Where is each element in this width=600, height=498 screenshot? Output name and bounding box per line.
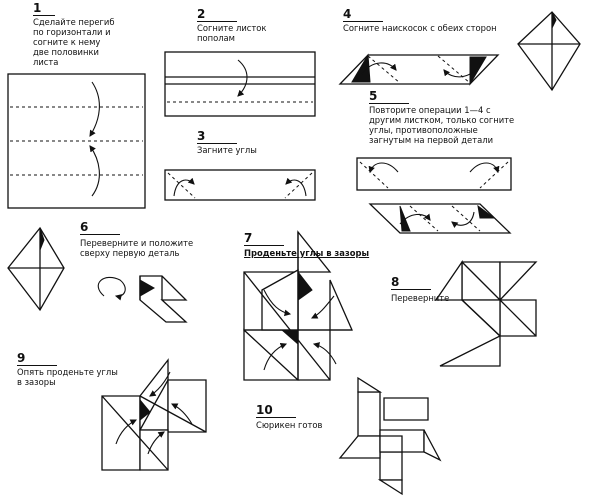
step9-caption: Опять проденьте углы в зазоры [17, 367, 118, 387]
step4-number: 4 [343, 7, 352, 21]
step2-caption: Согните листок пополам [197, 23, 267, 43]
step7-caption: Проденьте углы в зазоры [244, 248, 370, 258]
step3-strip-figure [164, 169, 316, 201]
step4-parallelogram-figure [338, 53, 500, 86]
step5-caption: Повторите операции 1—4 с другим листком,… [369, 105, 515, 145]
step6-caption: Переверните и положите сверху первую дет… [80, 238, 194, 258]
step6-number: 6 [80, 220, 89, 234]
step9-number: 9 [17, 351, 26, 365]
step6-triangle-figure [7, 226, 65, 312]
step4-caption: Согните наискосок с обеих сторон [343, 23, 497, 33]
step7-assembly-figure [243, 230, 353, 381]
step5-rule [369, 103, 409, 104]
step2-rule [197, 21, 237, 22]
step8-rule [391, 289, 431, 290]
step1-number: 1 [33, 1, 42, 15]
step5-number: 5 [369, 89, 378, 103]
step9-assembly-figure [101, 358, 207, 471]
step10-caption: Сюрикен готов [256, 420, 323, 430]
step6-rule [80, 234, 120, 235]
step2-strip-figure [164, 51, 316, 117]
step6-rotate-arrow [97, 276, 126, 301]
step7-number: 7 [244, 231, 253, 245]
step3-number: 3 [197, 129, 206, 143]
step8-caption: Переверните [391, 293, 450, 303]
step7-rule [244, 245, 284, 246]
step5-strip-figure [356, 157, 512, 191]
step8-assembly-figure [434, 259, 538, 367]
step6-piece-figure [139, 275, 188, 323]
step10-rule [256, 417, 296, 418]
step1-sheet-figure [7, 73, 146, 209]
step9-rule [17, 365, 57, 366]
step10-number: 10 [256, 403, 273, 417]
step1-caption: Сделайте перегиб по горизонтали и согнит… [33, 17, 115, 67]
step3-rule [197, 143, 237, 144]
step5-parallelogram-figure [368, 203, 512, 234]
step3-caption: Загните углы [197, 145, 257, 155]
step8-number: 8 [391, 275, 400, 289]
step1-rule [33, 15, 55, 16]
step10-shuriken-figure [338, 376, 442, 496]
step4-triangle-piece [517, 11, 581, 92]
step4-rule [343, 21, 383, 22]
step2-number: 2 [197, 7, 206, 21]
